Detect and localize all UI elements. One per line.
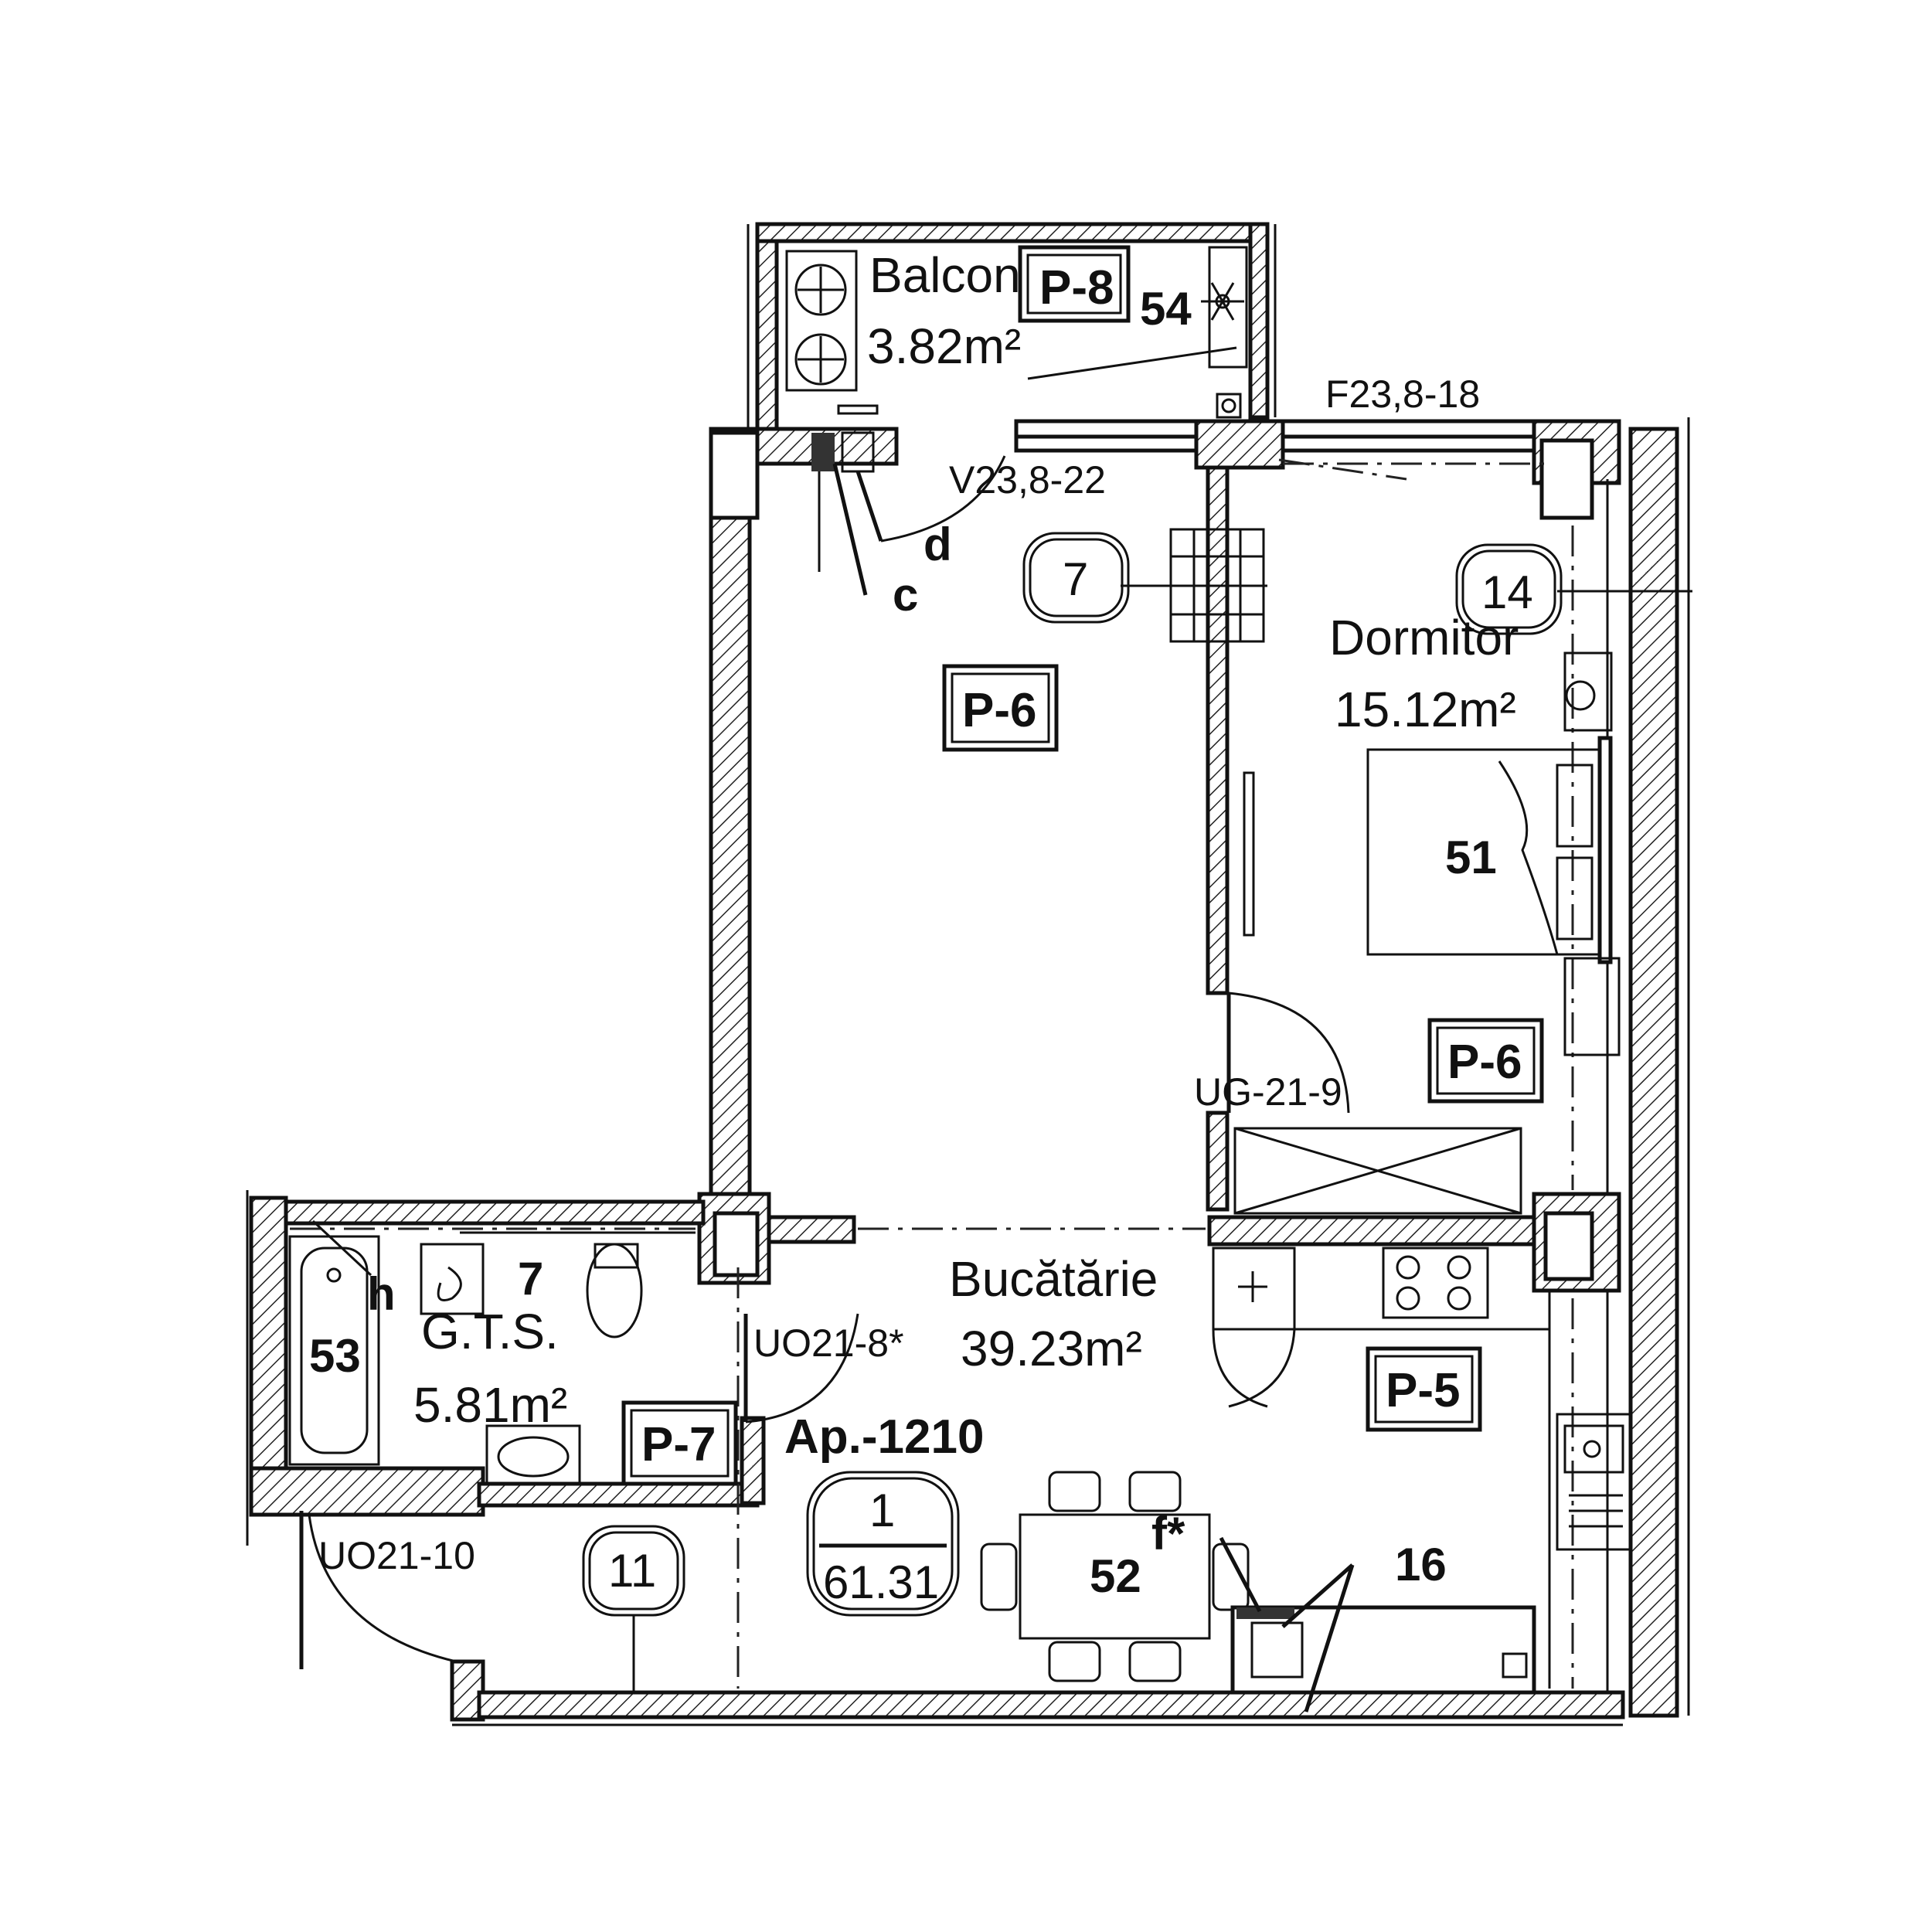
dining-table <box>1019 1513 1211 1640</box>
window-label-balcony: V23,8-22 <box>949 458 1106 502</box>
wall-gts-left <box>249 1196 288 1475</box>
marker-d: d <box>923 519 952 570</box>
balcony-wall-top <box>755 222 1270 243</box>
room-name-dormitor: Dormitor <box>1329 610 1519 665</box>
room-name-gts: G.T.S. <box>421 1304 559 1359</box>
kitchen-furniture <box>980 1247 1632 1713</box>
room-name-bucatarie: Bucătărie <box>949 1251 1158 1307</box>
oval-label-radiator-bedroom: 14 <box>1481 566 1533 618</box>
finish-code-hall: P-6 <box>962 684 1036 737</box>
apartment-rooms-count: 1 <box>869 1485 895 1536</box>
furniture-number-bed: 51 <box>1445 832 1497 883</box>
kitchen-counter <box>1230 1605 1536 1695</box>
finish-code-dormitor: P-6 <box>1447 1036 1522 1089</box>
room-area-gts: 5.81m² <box>413 1377 567 1433</box>
pillar-mid-right-core <box>1543 1211 1594 1281</box>
oval-tags <box>582 532 1563 1692</box>
wall-gts-top <box>284 1199 706 1226</box>
wall-right-exterior <box>1628 427 1679 1718</box>
room-area-dormitor: 15.12m² <box>1335 682 1516 737</box>
marker-f: f* <box>1151 1508 1185 1560</box>
balcony-wall-left <box>755 222 779 439</box>
wall-bedroom-left <box>1206 465 1230 995</box>
door-label-gts: UO21-8* <box>753 1321 904 1365</box>
room-name-balcon: Balcon <box>869 247 1021 303</box>
kitchen-sink <box>1556 1413 1632 1551</box>
washer <box>420 1243 485 1315</box>
oval-label-entry: 11 <box>608 1545 656 1597</box>
cooktop <box>1382 1247 1489 1319</box>
finish-code-bucatarie: P-5 <box>1386 1364 1460 1417</box>
marker-c: c <box>893 569 918 621</box>
finish-code-balcon: P-8 <box>1039 261 1114 315</box>
pillar-mid-left-core <box>713 1211 760 1277</box>
balcony-drain <box>1216 393 1242 419</box>
wall-stub-hall <box>767 1215 856 1244</box>
furniture-number-bath: 53 <box>309 1330 361 1382</box>
wall-gts-bottom-left <box>249 1466 485 1517</box>
furniture-number-dining: 52 <box>1090 1550 1141 1602</box>
balcony-wall-right <box>1248 222 1270 420</box>
snowflake-icon <box>1201 282 1244 321</box>
labels: Balcon 3.82m² Dormitor 15.12m² Bucătărie… <box>309 247 1533 1608</box>
apartment-total-area: 61.31 <box>823 1556 939 1608</box>
wall-gts-bottom <box>477 1481 760 1508</box>
door-label-bedroom: UG-21-9 <box>1194 1070 1342 1114</box>
pillar-top-right-core <box>1539 438 1594 520</box>
furniture-number-kitchen: 16 <box>1395 1539 1447 1590</box>
finish-code-boxes <box>621 245 1544 1486</box>
balcony-fixtures <box>785 246 1248 473</box>
bathtub <box>288 1235 380 1466</box>
wall-bottom-exterior <box>477 1690 1625 1719</box>
wall-bedroom-left-low <box>1206 1111 1230 1212</box>
wardrobe <box>1233 1127 1522 1215</box>
wall-gts-right <box>740 1416 766 1505</box>
finish-code-gts: P-7 <box>641 1418 716 1471</box>
oval-label-radiator-hall: 7 <box>1063 553 1088 605</box>
room-area-balcon: 3.82m² <box>867 318 1021 374</box>
window-label-bedroom: F23,8-18 <box>1325 372 1480 416</box>
marker-h: h <box>367 1268 396 1320</box>
door-label-entry: UO21-10 <box>318 1534 475 1577</box>
duct-block <box>811 433 835 471</box>
wall-bedroom-bottom <box>1207 1215 1536 1247</box>
furniture-number-gts: 7 <box>518 1253 543 1304</box>
furniture-number-balcony: 54 <box>1140 283 1192 335</box>
room-area-bucatarie: 39.23m² <box>961 1321 1142 1376</box>
washbasin <box>485 1424 581 1485</box>
door-swings <box>299 455 1350 1669</box>
balcony-appliance-box <box>785 250 858 392</box>
wall-hall-left-stub <box>709 430 760 520</box>
gts-fixtures <box>288 1219 696 1485</box>
pillar-top-mid <box>1194 419 1285 470</box>
apartment-id: Ap.-1210 <box>784 1410 984 1464</box>
bedroom-furniture <box>1121 528 1692 1215</box>
wall-hall-left <box>709 461 752 1204</box>
walls <box>246 222 1690 1726</box>
